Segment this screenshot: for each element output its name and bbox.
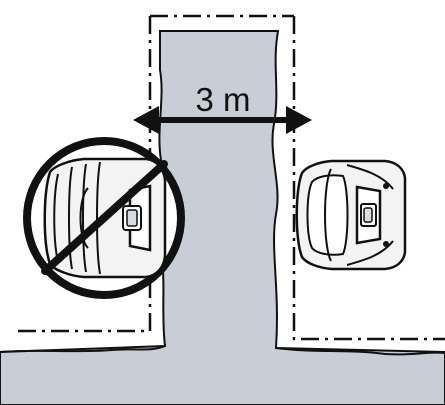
lawn-edge (0, 345, 445, 356)
passage-area (0, 30, 445, 405)
robotic-mower-icon (295, 159, 407, 271)
prohibited-sign-icon (23, 137, 185, 299)
double-arrow-icon (133, 106, 312, 134)
width-label: 3 m (195, 81, 250, 118)
